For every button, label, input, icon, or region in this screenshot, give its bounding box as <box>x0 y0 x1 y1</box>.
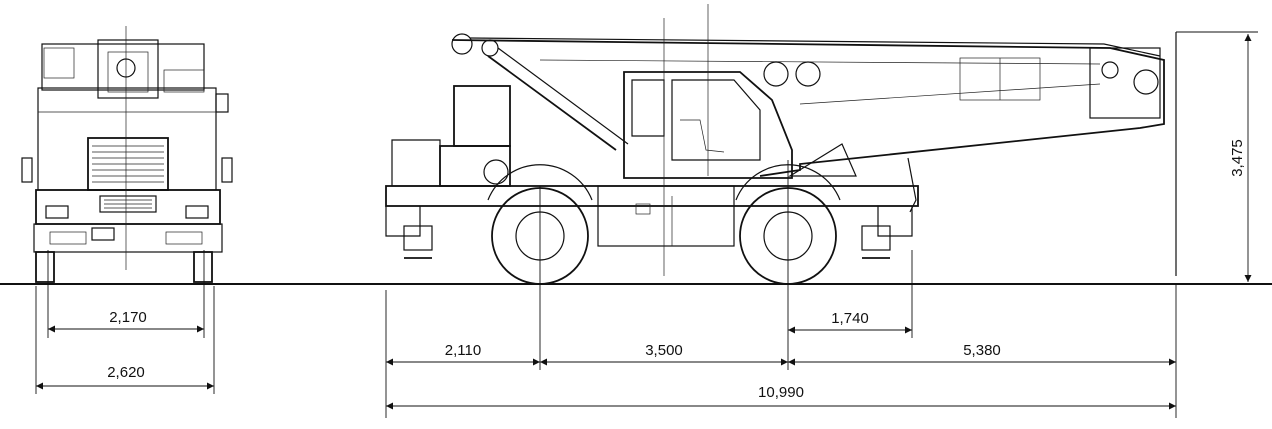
dim-label-front-overhang: 2,110 <box>445 342 481 359</box>
dim-label-rear-overhang: 5,380 <box>963 342 1001 359</box>
dim-label-rear-outrigger: 1,740 <box>831 310 869 327</box>
dim-label-front-width: 2,620 <box>107 364 145 381</box>
dim-label-front-track: 2,170 <box>109 309 147 326</box>
front-view <box>21 26 233 394</box>
dim-label-wheelbase: 3,500 <box>645 342 683 359</box>
dim-label-height: 3,475 <box>1229 139 1246 177</box>
side-view <box>385 4 1258 418</box>
dim-label-overall-length: 10,990 <box>758 384 804 401</box>
